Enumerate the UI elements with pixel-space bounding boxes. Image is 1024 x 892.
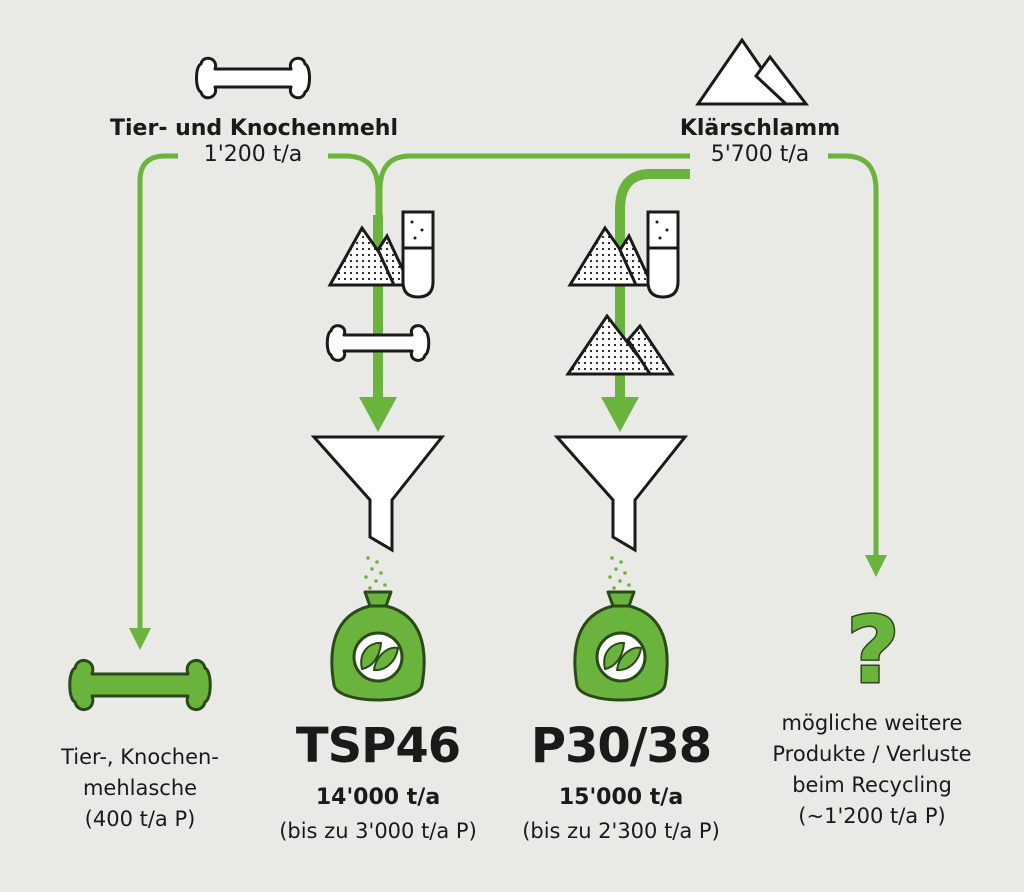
arrowhead-ash (129, 628, 151, 650)
fertilizer-bag-icon (573, 590, 669, 702)
product-amount-tsp46: 14'000 t/a (315, 785, 441, 810)
source-amount-animal-meal: 1'200 t/a (203, 142, 303, 167)
other-line-3: beim Recycling (792, 773, 952, 797)
arrowhead-tsp (359, 397, 397, 432)
fertilizer-bag-icon (330, 590, 426, 702)
arrowhead-p30 (601, 397, 639, 432)
funnel-icon (553, 435, 689, 553)
ash-line-1: Tier-, Knochen- (61, 745, 219, 769)
bone-additive-icon (325, 324, 431, 362)
bone-icon (195, 56, 311, 100)
product-note-p30-38: (bis zu 2'300 t/a P) (522, 819, 720, 843)
product-amount-p30-38: 15'000 t/a (558, 785, 684, 810)
flow-sludge-to-other (828, 153, 879, 555)
ore-pile-icon (567, 225, 655, 287)
product-name-p30-38: P30/38 (530, 718, 712, 774)
other-line-1: mögliche weitere (781, 711, 963, 735)
flow-lines (129, 153, 887, 650)
source-label-sewage-sludge: Klärschlamm (679, 116, 841, 141)
powder-dots (364, 556, 631, 590)
flow-animal-to-ash (137, 153, 178, 628)
source-label-animal-meal: Tier- und Knochenmehl (110, 116, 398, 141)
ash-line-3: (400 t/a P) (84, 807, 196, 831)
mountain-icon (695, 37, 810, 106)
flow-sludge-to-p30 (615, 169, 690, 400)
test-tube-icon (646, 210, 680, 299)
other-line-4: (~1'200 t/a P) (798, 804, 946, 828)
test-tube-icon (401, 210, 435, 299)
other-products-description: mögliche weitere Produkte / Verluste bei… (740, 708, 1004, 832)
arrowhead-other (865, 555, 887, 577)
ore-pile-icon (327, 225, 413, 287)
funnel-icon (310, 435, 446, 553)
product-note-tsp46: (bis zu 3'000 t/a P) (279, 819, 477, 843)
flow-animal-to-tsp (328, 153, 381, 218)
ore-pile-secondary-icon (565, 313, 675, 376)
product-name-tsp46: TSP46 (295, 718, 461, 774)
source-amount-sewage-sludge: 5'700 t/a (710, 142, 810, 167)
green-bone-icon (68, 659, 212, 711)
question-mark-symbol: ? (846, 597, 899, 704)
ash-line-2: mehlasche (82, 776, 198, 800)
other-line-2: Produkte / Verluste (772, 742, 972, 766)
flow-sludge-to-tsp (377, 153, 690, 218)
ash-description: Tier-, Knochen- mehlasche (400 t/a P) (28, 742, 252, 835)
